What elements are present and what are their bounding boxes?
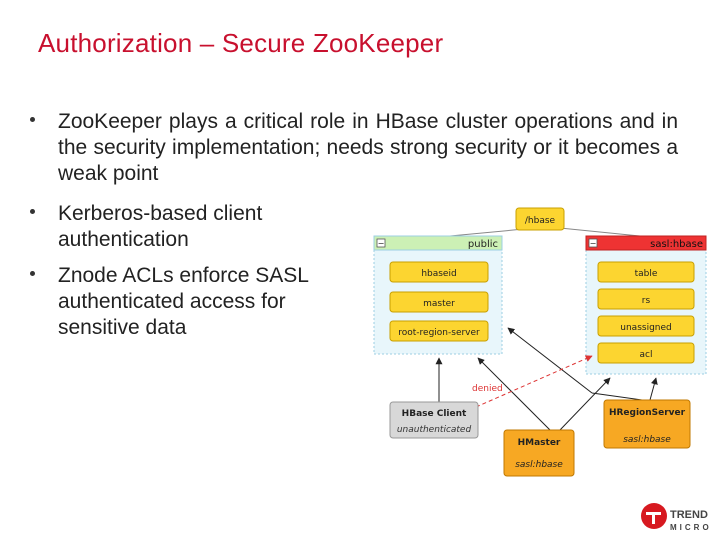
denied-label: denied bbox=[472, 384, 503, 394]
svg-text:−: − bbox=[590, 239, 597, 248]
bullet-1-text: ZooKeeper plays a critical role in HBase… bbox=[58, 110, 678, 185]
hmaster-to-secure-arrow bbox=[559, 377, 611, 431]
znode-unassigned: unassigned bbox=[620, 323, 671, 333]
logo-line2: MICRO bbox=[670, 523, 712, 532]
bullet-dot-icon bbox=[30, 271, 35, 276]
bullet-dot-icon bbox=[30, 117, 35, 122]
hmaster-auth: sasl:hbase bbox=[515, 460, 563, 470]
public-collapse-icon[interactable] bbox=[376, 238, 386, 248]
denied-arrow bbox=[475, 355, 593, 408]
znode-hbaseid: hbaseid bbox=[421, 269, 456, 279]
root-node: /hbase bbox=[515, 207, 565, 231]
hmaster-to-public-arrow bbox=[477, 357, 551, 431]
bullet-2: Kerberos-based client authentication bbox=[30, 201, 330, 253]
hbase-client-auth: unauthenticated bbox=[397, 425, 472, 435]
root-secure-edge bbox=[559, 227, 641, 237]
root-node-label: /hbase bbox=[525, 216, 556, 226]
regionserver-to-secure-arrow bbox=[649, 377, 658, 401]
bullet-dot-icon bbox=[30, 209, 35, 214]
znode-table: table bbox=[635, 269, 658, 279]
hregionserver-node: HRegionServer sasl:hbase bbox=[603, 399, 691, 449]
public-panel-title: public bbox=[468, 239, 498, 250]
bullet-3-text: Znode ACLs enforce SASL authenticated ac… bbox=[58, 264, 309, 339]
regionserver-to-public-arrow bbox=[507, 327, 593, 394]
znode-acl: acl bbox=[640, 350, 653, 360]
slide-title: Authorization – Secure ZooKeeper bbox=[38, 28, 444, 58]
hregionserver-name: HRegionServer bbox=[609, 408, 686, 418]
secure-panel: − sasl:hbase table rs unassigned acl bbox=[585, 235, 707, 375]
znode-rs: rs bbox=[642, 296, 651, 306]
hmaster-name: HMaster bbox=[518, 438, 561, 448]
hbase-client-name: HBase Client bbox=[402, 409, 467, 419]
bullet-3: Znode ACLs enforce SASL authenticated ac… bbox=[30, 263, 360, 341]
hregionserver-auth: sasl:hbase bbox=[623, 435, 671, 445]
hmaster-node: HMaster sasl:hbase bbox=[503, 429, 575, 477]
zookeeper-acl-diagram: /hbase − public hbaseid master root-regi… bbox=[373, 207, 707, 477]
trend-micro-logo: TREND MICRO bbox=[641, 503, 712, 532]
bullet-2-text: Kerberos-based client authentication bbox=[58, 202, 263, 251]
znode-master: master bbox=[423, 299, 455, 309]
secure-panel-title: sasl:hbase bbox=[650, 239, 703, 250]
logo-line1: TREND bbox=[670, 509, 708, 521]
svg-text:−: − bbox=[378, 239, 385, 248]
znode-root-region-server: root-region-server bbox=[398, 328, 480, 338]
secure-collapse-icon[interactable] bbox=[588, 238, 598, 248]
hbase-client-node: HBase Client unauthenticated bbox=[389, 401, 479, 439]
bullet-1: ZooKeeper plays a critical role in HBase… bbox=[30, 109, 678, 187]
public-panel: − public hbaseid master root-region-serv… bbox=[373, 235, 503, 355]
